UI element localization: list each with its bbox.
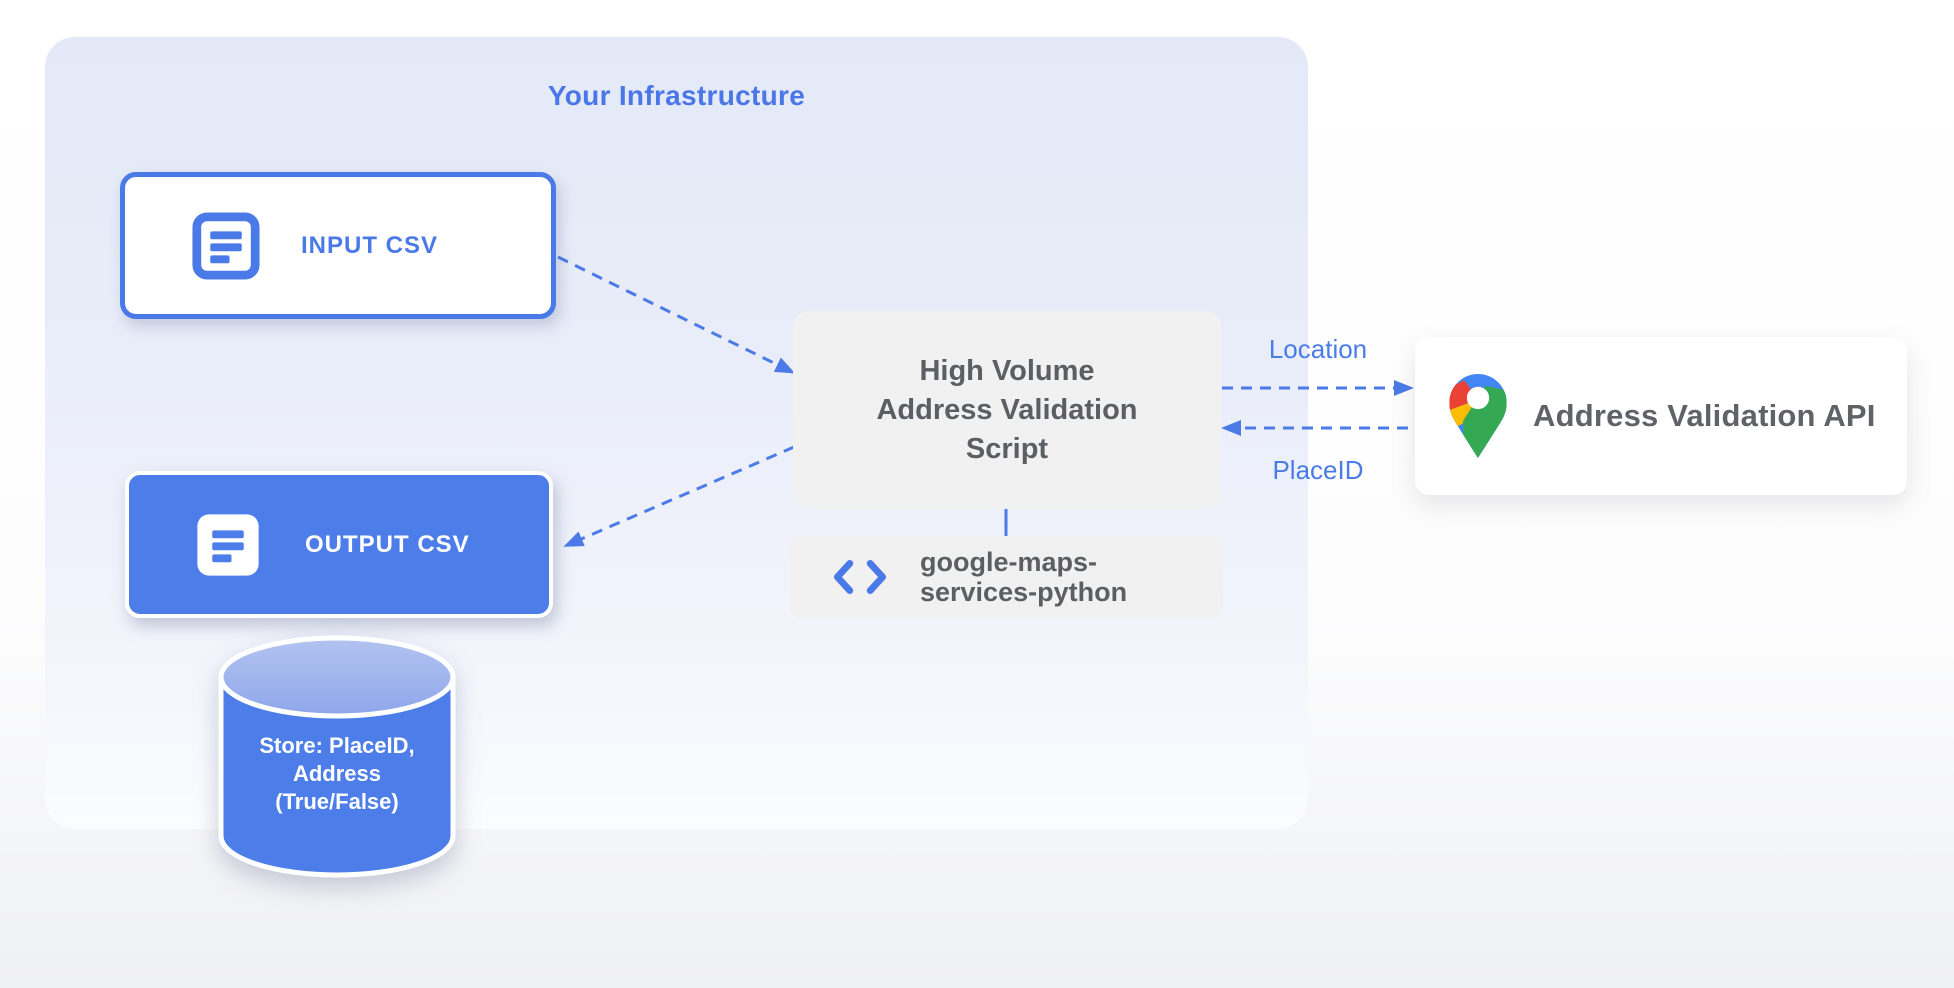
code-brackets-icon	[833, 560, 887, 594]
database-cylinder-shape	[218, 635, 456, 878]
document-icon	[197, 513, 259, 576]
output-csv-label: OUTPUT CSV	[305, 530, 470, 558]
datastore-cylinder: Store: PlaceID, Address (True/False)	[216, 634, 458, 880]
input-csv-label: INPUT CSV	[301, 231, 439, 259]
datastore-line: Address	[292, 761, 382, 786]
datastore-label: Store: PlaceID, Address (True/False)	[216, 732, 458, 816]
library-label-line: services-python	[920, 577, 1128, 607]
input-csv-box: INPUT CSV	[120, 172, 556, 319]
edge-label-placeid: PlaceID	[1272, 455, 1364, 485]
edge-label-location: Location	[1268, 334, 1368, 364]
script-label-line: Address Validation	[876, 393, 1138, 426]
library-label: google-maps- services-python	[920, 547, 1127, 607]
datastore-line: (True/False)	[275, 789, 399, 814]
library-box: google-maps- services-python	[790, 536, 1223, 618]
api-box: Address Validation API	[1415, 337, 1907, 495]
datastore-line: Store: PlaceID,	[259, 733, 415, 758]
api-label: Address Validation API	[1533, 398, 1876, 433]
infrastructure-title: Your Infrastructure	[547, 80, 806, 111]
script-label-line: Script	[965, 432, 1049, 465]
validation-script-label: High Volume Address Validation Script	[876, 352, 1137, 469]
output-csv-box: OUTPUT CSV	[125, 471, 553, 618]
document-icon	[192, 211, 260, 280]
validation-script-box: High Volume Address Validation Script	[793, 311, 1221, 509]
google-maps-pin-icon	[1449, 374, 1507, 458]
library-label-line: google-maps-	[920, 547, 1098, 577]
script-label-line: High Volume	[919, 354, 1095, 387]
